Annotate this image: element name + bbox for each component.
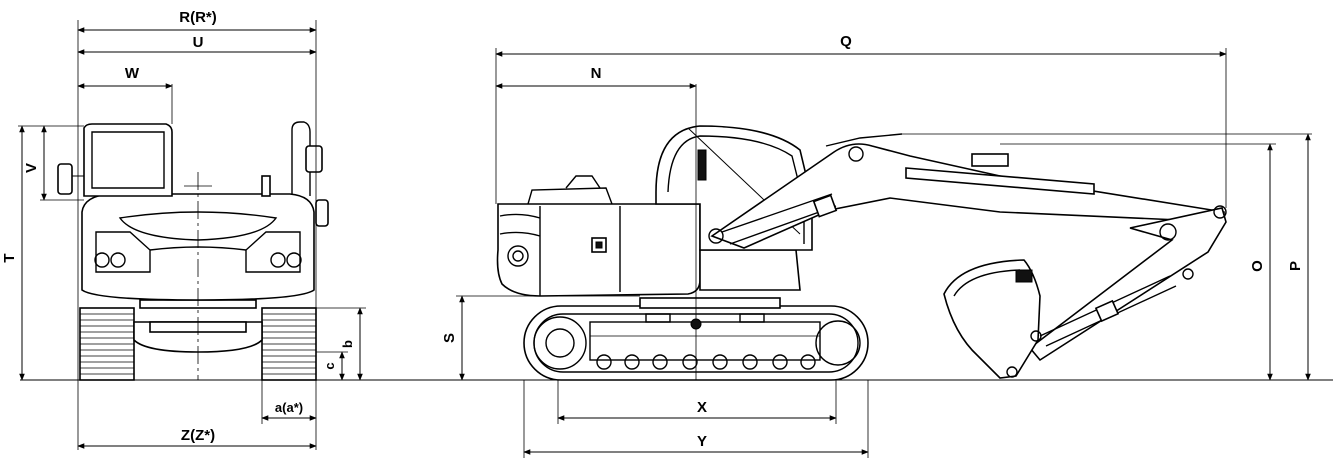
label-b: b: [340, 340, 355, 348]
label-Z: Z(Z*): [181, 427, 215, 444]
label-c: c: [322, 362, 337, 369]
label-O: O: [1249, 260, 1266, 272]
label-X: X: [697, 399, 707, 416]
front-left-track: [79, 307, 135, 381]
label-Y: Y: [697, 433, 707, 450]
front-dimensions: R(R*) U W V T b c a(a*) Z(Z*): [1, 9, 366, 450]
front-right-track: [261, 307, 317, 381]
label-T: T: [1, 253, 18, 262]
label-W: W: [125, 65, 140, 82]
label-Q: Q: [840, 33, 852, 50]
side-dimensions: Q N S X Y O P: [441, 33, 1312, 458]
label-V: V: [23, 163, 40, 173]
label-N: N: [591, 65, 602, 82]
front-view: [57, 121, 329, 381]
side-view: [496, 84, 1227, 381]
label-P: P: [1287, 261, 1304, 271]
label-R: R(R*): [179, 9, 217, 26]
label-S: S: [441, 333, 458, 343]
label-a: a(a*): [275, 400, 303, 415]
label-U: U: [193, 34, 204, 51]
